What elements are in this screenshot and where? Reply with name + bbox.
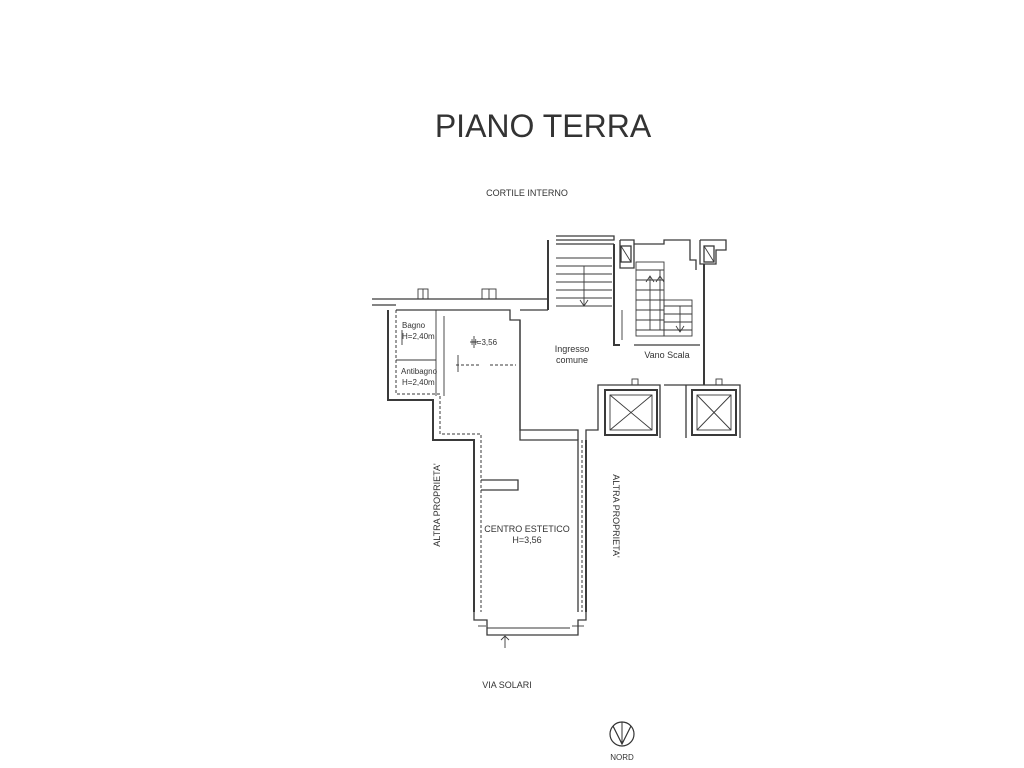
- stairs: [556, 257, 693, 340]
- vano-scala-label: Vano Scala: [644, 350, 689, 360]
- elevators: [604, 378, 737, 436]
- openings: [417, 288, 516, 648]
- shafts: [620, 245, 715, 263]
- centro-estetico-label: CENTRO ESTETICO: [484, 524, 570, 534]
- north-label: NORD: [610, 753, 634, 762]
- walls: [372, 235, 741, 636]
- left-neighbor-label: ALTRA PROPRIETA': [432, 463, 442, 547]
- right-neighbor-label: ALTRA PROPRIETA': [611, 474, 621, 558]
- centro-estetico-height: H=3,56: [512, 535, 541, 545]
- back-room-height: H=3,56: [471, 338, 498, 347]
- bagno-label: Bagno: [402, 321, 426, 330]
- bagno-height: H=2,40m: [402, 332, 435, 341]
- ingresso-label-line2: comune: [556, 355, 588, 365]
- courtyard-label: CORTILE INTERNO: [486, 188, 568, 198]
- ingresso-label-line1: Ingresso: [555, 344, 590, 354]
- plan-title: PIANO TERRA: [435, 108, 652, 144]
- street-label: VIA SOLARI: [482, 680, 532, 690]
- antibagno-label: Antibagno: [401, 367, 438, 376]
- antibagno-height: H=2,40m: [402, 378, 435, 387]
- north-arrow-icon: [609, 721, 635, 747]
